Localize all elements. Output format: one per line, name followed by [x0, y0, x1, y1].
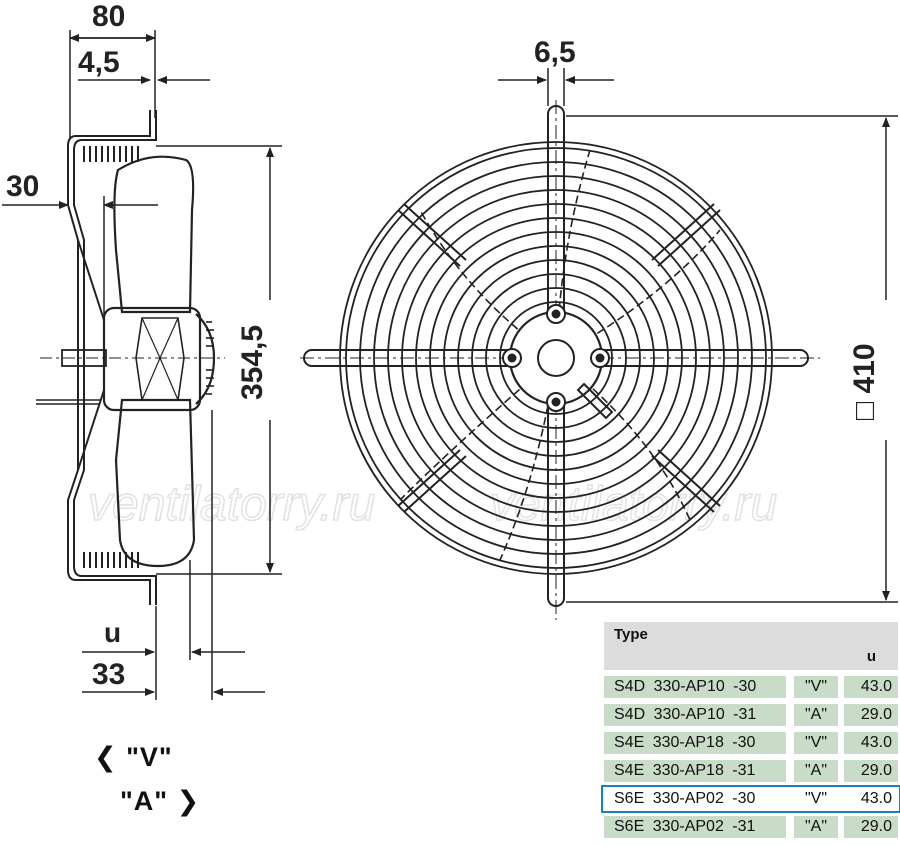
dim-30-label: 30 [6, 170, 39, 203]
table-row[interactable]: S4D 330-AP10 -31 "A" 29.0 [604, 704, 898, 726]
cell-variant: "V" [804, 790, 828, 807]
cell-variant: "A" [794, 760, 838, 782]
cell-type: S6E 330-AP02 -31 [604, 816, 786, 838]
cell-u: 29.0 [844, 816, 898, 838]
cell-type: S4E 330-AP18 -31 [604, 760, 786, 782]
cell-u: 43.0 [844, 676, 898, 698]
dim-33-label: 33 [92, 658, 125, 691]
cell-type: S6E 330-AP02 -30 [614, 790, 756, 807]
cell-variant: "A" [794, 704, 838, 726]
cell-u: 43.0 [844, 732, 898, 754]
dim-410-label: □ 410 [848, 343, 881, 420]
table-header: Type u [604, 622, 898, 670]
header-type: Type [614, 626, 648, 643]
front-view-dimensions [498, 68, 898, 603]
table-row[interactable]: S4E 330-AP18 -30 "V" 43.0 [604, 732, 898, 754]
header-u: u [866, 648, 876, 665]
dim-4-5-label: 4,5 [78, 46, 120, 79]
dim-6-5-label: 6,5 [534, 36, 576, 69]
cell-u: 29.0 [844, 704, 898, 726]
legend-a: "A" ❯ [120, 786, 201, 816]
cell-u: 43.0 [860, 790, 892, 807]
cell-u: 29.0 [844, 760, 898, 782]
side-view [36, 110, 225, 605]
dim-80-label: 80 [92, 0, 125, 33]
dim-354-5-label: 354,5 [236, 325, 269, 400]
cell-type: S4D 330-AP10 -30 [604, 676, 786, 698]
table-row[interactable]: S6E 330-AP02 -31 "A" 29.0 [604, 816, 898, 838]
table-row[interactable]: S4D 330-AP10 -30 "V" 43.0 [604, 676, 898, 698]
front-view [300, 100, 820, 620]
watermark-left: ventilatorry.ru [88, 478, 375, 531]
cell-type: S4D 330-AP10 -31 [604, 704, 786, 726]
cell-variant: "V" [794, 676, 838, 698]
cell-type: S4E 330-AP18 -30 [604, 732, 786, 754]
table-row[interactable]: S4E 330-AP18 -31 "A" 29.0 [604, 760, 898, 782]
cell-variant: "V" [794, 732, 838, 754]
side-view-dimensions [2, 30, 282, 700]
cell-variant: "A" [794, 816, 838, 838]
legend-v: ❮ "V" [94, 742, 173, 772]
table-row[interactable]: S6E 330-AP02 -30 "V" 43.0 [601, 785, 900, 813]
dim-u-label: u [104, 617, 121, 648]
